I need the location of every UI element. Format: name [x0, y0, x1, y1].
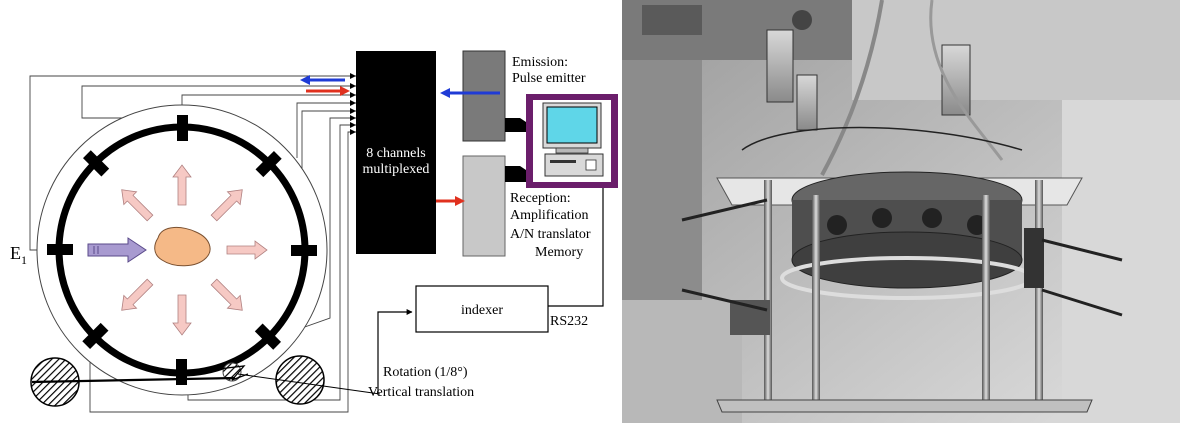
computer-icon: [526, 94, 618, 188]
setup-photograph: [622, 0, 1180, 423]
reception-box: [462, 155, 506, 257]
emission-label-line2: Pulse emitter: [512, 71, 586, 86]
reception-label-line4: Memory: [535, 245, 583, 260]
emitter-arrow: [87, 237, 147, 263]
reception-label-line1: Reception:: [510, 191, 571, 206]
indexer-label: indexer: [461, 303, 503, 318]
emitter-label: E1: [10, 243, 27, 267]
motion-link: [237, 373, 381, 395]
reception-label-line3: A/N translator: [510, 227, 591, 242]
axis-line: [31, 376, 236, 384]
rs232-link: [548, 188, 604, 307]
rotation-label: Rotation (1/8°): [383, 365, 468, 380]
test-object: [154, 227, 211, 267]
rs232-label: RS232: [550, 314, 588, 329]
blue-arrow-left: [300, 75, 310, 85]
motion-zigzag: [209, 365, 249, 381]
mux-input-arrows: [350, 73, 356, 135]
reception-label-line2: Amplification: [510, 208, 589, 223]
mux-label-line2: multiplexed: [363, 162, 430, 177]
red-arrow-reception: [455, 196, 465, 206]
translation-label: Vertical translation: [368, 385, 474, 400]
indexer-link: [377, 309, 413, 394]
indexer-box: [415, 285, 549, 333]
multiplexer-box: [356, 51, 436, 254]
blue-arrow-emission: [440, 88, 450, 98]
tomography-setup-diagram: E1 8 channels multiplexed: [10, 50, 618, 413]
emission-label-line1: Emission:: [512, 55, 568, 70]
red-arrow-left: [340, 86, 350, 96]
hatched-disc-right: [275, 355, 325, 405]
mux-label-line1: 8 channels: [366, 146, 425, 161]
emission-box: [462, 50, 506, 142]
